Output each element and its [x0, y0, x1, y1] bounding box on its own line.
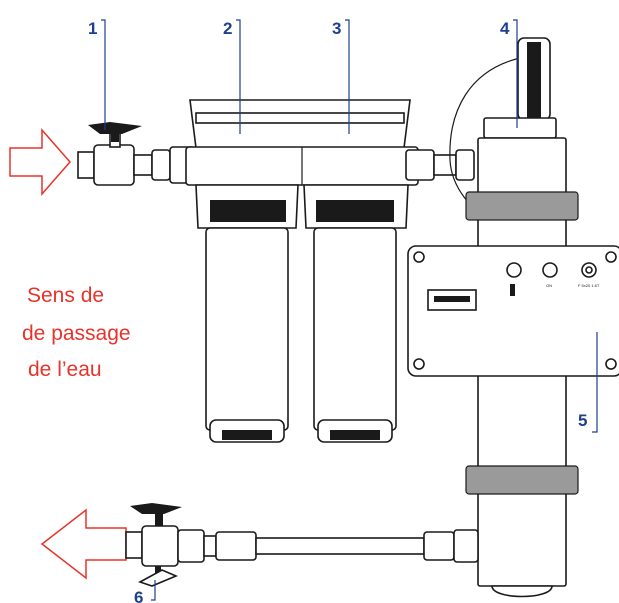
caption-line-3: de l’eau — [28, 358, 102, 381]
callout-4: 4 — [500, 19, 510, 38]
fuse-label: F 5x20 1.6T — [578, 283, 600, 288]
callout-1: 1 — [88, 19, 97, 38]
uv-control-box: ON F 5x20 1.6T — [407, 245, 619, 377]
callout-5: 5 — [578, 411, 587, 430]
callout-6: 6 — [134, 588, 143, 603]
filter-housing-2 — [195, 184, 299, 443]
caption-line-1: Sens de — [27, 284, 104, 307]
inlet-flow-arrow — [9, 128, 71, 196]
outlet-hose — [215, 529, 479, 563]
caption-line-2: de passage — [22, 322, 131, 345]
callout-2: 2 — [223, 19, 232, 38]
leader-1 — [101, 19, 106, 130]
leader-3 — [345, 19, 350, 134]
uv-lamp-cap — [449, 37, 557, 241]
filter-housing-3 — [303, 184, 409, 443]
on-label: ON — [546, 283, 552, 288]
leader-5 — [592, 332, 598, 433]
leader-6 — [151, 580, 156, 601]
outlet-flow-arrow — [40, 508, 127, 580]
inlet-valve — [77, 122, 196, 186]
outlet-valve — [125, 503, 217, 587]
leader-4 — [513, 19, 518, 128]
filter-manifold — [185, 99, 475, 186]
callout-3: 3 — [332, 19, 341, 38]
leader-2 — [236, 19, 241, 134]
